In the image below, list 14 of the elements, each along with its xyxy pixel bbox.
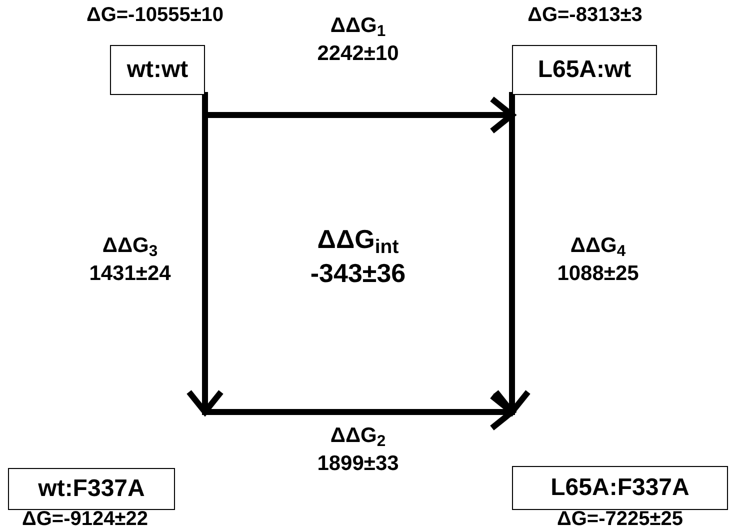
arrow <box>493 92 531 415</box>
free-energy-value: ΔG=-7225±25 <box>556 508 684 529</box>
state-box <box>110 45 205 95</box>
free-energy-value: ΔG=-10555±10 <box>85 4 225 26</box>
state-name: wt:wt <box>126 58 188 82</box>
state-box <box>512 466 728 510</box>
state-name: L65A:wt <box>538 58 632 82</box>
state-box <box>8 468 175 510</box>
state-box <box>512 45 657 95</box>
interaction-energy-label: ΔΔG$_{int}$ -343±36 <box>310 223 406 290</box>
state-name: wt:F337A <box>38 477 145 501</box>
state-name: L65A:F337A <box>550 476 690 500</box>
free-energy-value: ΔG=-8313±3 <box>526 4 644 26</box>
free-energy-value: ΔG=-9124±22 <box>21 508 149 529</box>
